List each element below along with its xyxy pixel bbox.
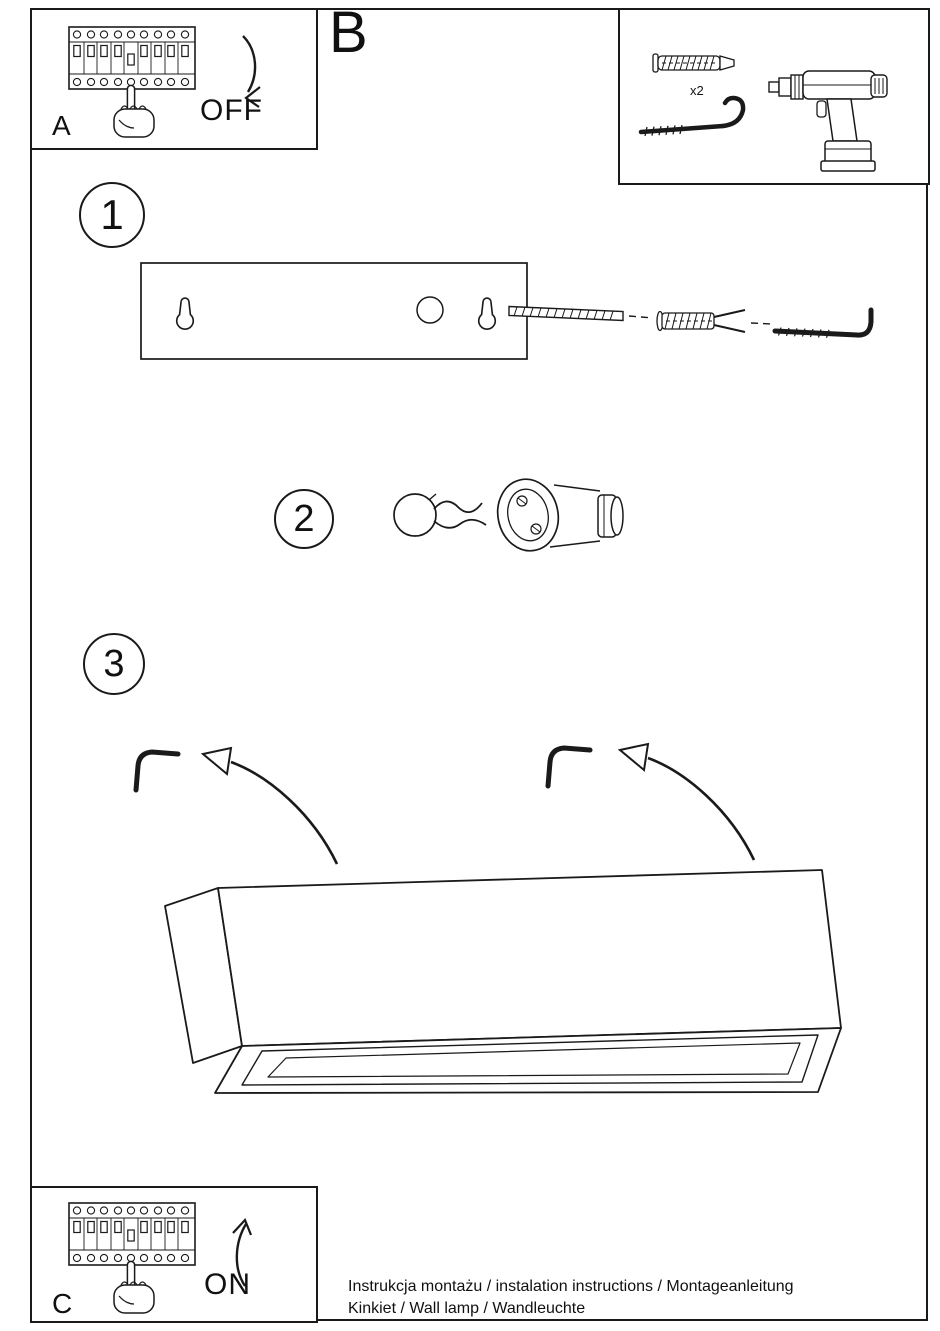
- wall-hook-left-icon: [133, 749, 181, 793]
- circuit-breaker-on-illustration: [68, 1202, 196, 1314]
- wall-hook-right-icon: [545, 745, 593, 789]
- circuit-breaker-off-illustration: [68, 26, 196, 138]
- panel-a-letter: A: [52, 110, 71, 141]
- switch-off-arrow-icon: [242, 35, 261, 108]
- step-3-badge: 3: [83, 633, 145, 695]
- page-border: [30, 8, 928, 1321]
- screw-anchor-hook-exploded-illustration: [508, 305, 874, 338]
- hook-screw-icon: [772, 307, 874, 338]
- hook-screw-icon: [638, 95, 746, 137]
- lift-arrow-right-icon: [617, 742, 756, 861]
- footer-caption: Instrukcja montażu / instalation instruc…: [348, 1276, 794, 1320]
- power-off-box: OFF A: [30, 8, 318, 150]
- footer-line-1: Instrukcja montażu / instalation instruc…: [348, 1278, 794, 1295]
- parts-box: x2: [618, 8, 930, 185]
- on-label: ON: [204, 1268, 251, 1301]
- switch-on-arrow-icon: [232, 1217, 253, 1287]
- wall-lamp-body-illustration: [164, 869, 842, 1094]
- section-b-letter: B: [329, 0, 368, 65]
- lift-arrow-left-icon: [200, 746, 339, 865]
- mounting-plate-illustration: [140, 262, 528, 360]
- footer-line-2: Kinkiet / Wall lamp / Wandleuchte: [348, 1300, 586, 1317]
- step-1-badge: 1: [79, 182, 145, 248]
- bulb-socket-illustration: [393, 478, 624, 552]
- drill-icon: [768, 70, 888, 172]
- panel-c-letter: C: [52, 1288, 73, 1319]
- off-label: OFF: [200, 94, 263, 127]
- dowel-quantity: x2: [690, 83, 704, 98]
- wall-anchor-icon: [656, 309, 746, 333]
- step-2-badge: 2: [274, 489, 334, 549]
- wall-plug-icon: [652, 53, 735, 73]
- power-on-box: ON C: [30, 1186, 318, 1323]
